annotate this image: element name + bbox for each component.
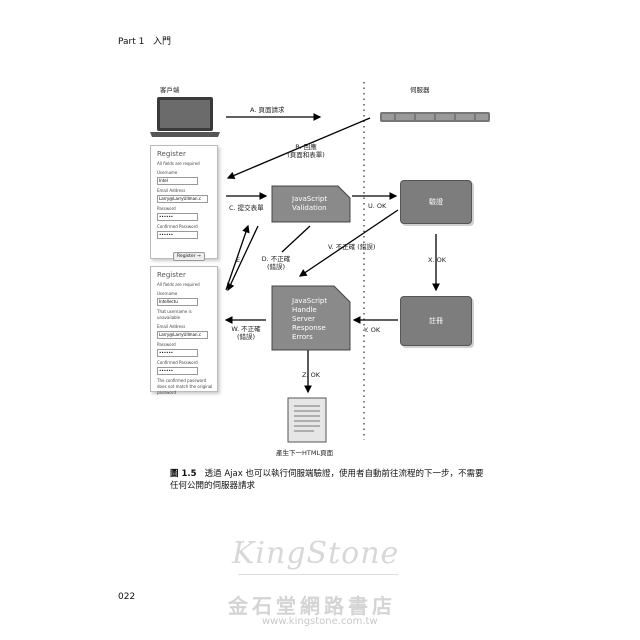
register-form-initial: Register All fields are required Usernam… [150,145,218,259]
form-note: All fields are required [157,161,217,167]
confirm-password-field[interactable]: •••••• [157,231,198,239]
password-field[interactable]: •••••• [157,349,198,357]
watermark-rule [238,574,398,575]
email-field[interactable]: Larry@LarryUllman.c [157,331,208,339]
validate-box: 驗證 [400,180,472,224]
figure-caption: 圖 1.5 透過 Ajax 也可以執行伺服端驗證，使用者自動前往流程的下一步，不… [170,468,490,492]
js-handle-errors-box: JavaScript Handle Server Response Errors [292,297,327,342]
label-e: E. [236,256,242,264]
label-x: X. OK [428,256,446,264]
confirm-error: The confirmed password does not match th… [157,378,213,396]
label-d: D. 不正確(錯誤) [258,255,294,271]
figure-number: 圖 1.5 [170,469,197,479]
password-label: Password [157,206,217,212]
arrow-d [282,226,310,252]
username-error: That username is unavailable [157,309,211,321]
confirm-password-field[interactable]: •••••• [157,367,198,375]
label-y: Y. OK [364,326,380,334]
password-field[interactable]: •••••• [157,213,198,221]
label-b: B. 回應(頁面和表單) [276,143,336,159]
label-u: U. OK [368,202,386,210]
username-field[interactable]: Intellectu [157,298,198,306]
page-number: 022 [118,592,135,602]
laptop-icon [150,97,220,137]
register-form-errors: Register All fields are required Usernam… [150,266,218,392]
watermark-store: 金石堂網路書店 [228,590,396,619]
username-field[interactable]: Intel [157,177,198,185]
password-label: Password [157,342,217,348]
register-box: 註冊 [400,296,472,346]
confirm-label: Confirmed Password [157,224,217,230]
label-c: C. 提交表單 [229,202,264,212]
label-a: A. 頁面請求 [250,104,284,114]
label-z: Z. OK [302,371,320,379]
watermark-brand: KingStone [232,536,399,571]
form-title: Register [157,271,217,279]
figure-caption-text: 透過 Ajax 也可以執行伺服端驗證，使用者自動前往流程的下一步，不需要任何公開… [170,469,483,491]
form-note: All fields are required [157,282,217,288]
form-title: Register [157,150,217,158]
next-page-label: 產生下一HTML頁面 [276,447,333,457]
confirm-label: Confirmed Password [157,360,217,366]
server-icon [380,112,490,122]
username-label: Username [157,291,217,297]
register-button[interactable]: Register → [173,252,205,261]
username-label: Username [157,170,217,176]
email-label: Email Address [157,324,217,330]
label-w: W. 不正確(錯誤) [226,325,266,341]
js-validation-box: JavaScript Validation [292,195,327,213]
label-v: V. 不正確 (錯誤) [328,241,375,251]
email-field[interactable]: Larry@LarryUllman.c [157,195,208,203]
email-label: Email Address [157,188,217,194]
watermark-url: www.kingstone.com.tw [262,616,378,627]
arrow-e-back [228,226,258,290]
document-icon [288,398,326,442]
